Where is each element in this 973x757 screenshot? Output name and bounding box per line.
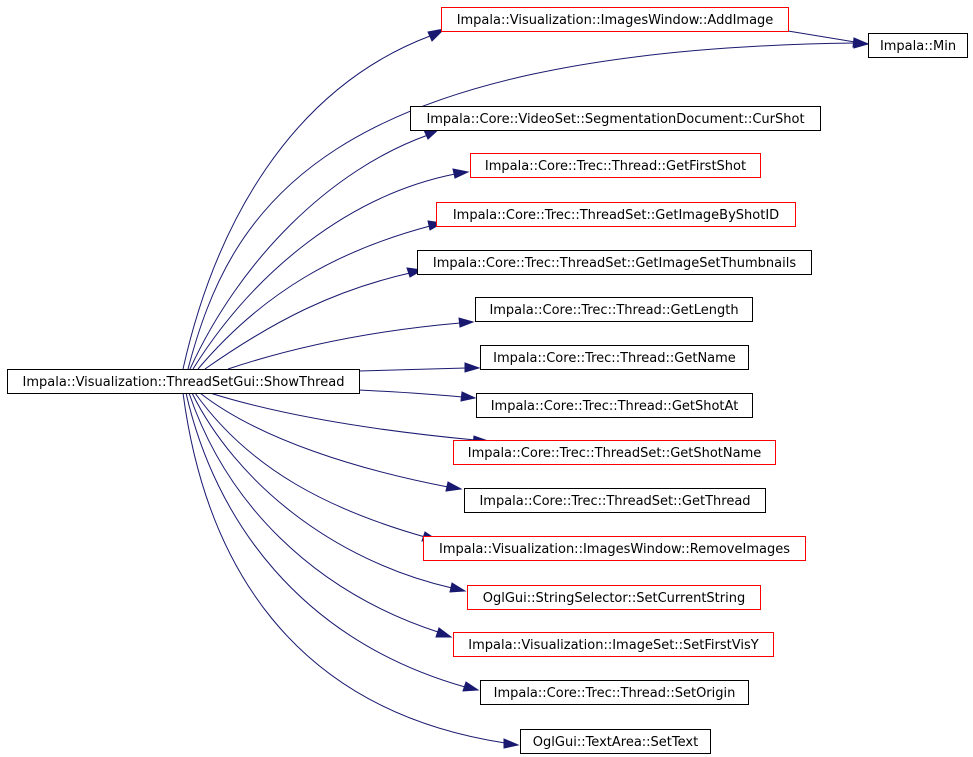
node-min[interactable]: Impala::Min [868, 33, 968, 58]
node-cur-shot[interactable]: Impala::Core::VideoSet::SegmentationDocu… [410, 106, 821, 131]
edge-line [191, 392, 453, 589]
edge-root-to-get-shot-at [358, 389, 477, 402]
node-label: Impala::Visualization::ImageSet::SetFirs… [468, 638, 758, 653]
edge-line [194, 392, 426, 538]
edge-root-to-get-first-shot [192, 168, 470, 370]
edge-root-to-add-image [182, 28, 446, 370]
node-get-thread[interactable]: Impala::Core::Trec::ThreadSet::GetThread [464, 488, 766, 513]
edge-line [204, 272, 411, 370]
nodes-layer: Impala::Visualization::ThreadSetGui::Sho… [7, 7, 968, 754]
node-box [467, 585, 761, 610]
edge-line [358, 367, 467, 372]
node-box [436, 202, 796, 227]
node-get-shot-name[interactable]: Impala::Core::Trec::ThreadSet::GetShotNa… [453, 440, 776, 465]
edge-line [182, 35, 431, 370]
edge-root-to-get-shot-name [209, 392, 490, 446]
edge-line [189, 134, 429, 370]
edge-line [358, 389, 463, 398]
edge-line [787, 30, 856, 43]
edge-root-to-get-name [358, 362, 481, 373]
node-box [470, 153, 761, 178]
edge-root-to-get-image-set-thumbnails [204, 267, 424, 370]
edge-line [182, 392, 506, 744]
node-label: Impala::Core::Trec::Thread::GetShotAt [491, 399, 739, 414]
node-box [453, 632, 774, 657]
node-set-current-string[interactable]: OglGui::StringSelector::SetCurrentString [467, 585, 761, 610]
node-box [423, 536, 806, 561]
node-box [453, 440, 776, 465]
edge-line [192, 173, 456, 370]
arrowhead-icon [852, 37, 870, 48]
node-get-image-set-thumbnails[interactable]: Impala::Core::Trec::ThreadSet::GetImageS… [417, 250, 812, 275]
node-box [476, 393, 753, 418]
node-label: Impala::Min [880, 39, 956, 54]
node-label: Impala::Visualization::ThreadSetGui::Sho… [23, 375, 345, 390]
node-get-name[interactable]: Impala::Core::Trec::Thread::GetName [480, 345, 749, 370]
node-set-origin[interactable]: Impala::Core::Trec::Thread::SetOrigin [480, 680, 749, 705]
node-box [464, 488, 766, 513]
node-label: Impala::Core::Trec::Thread::GetFirstShot [485, 159, 746, 174]
edge-line [209, 392, 476, 441]
edge-root-to-get-length [227, 317, 475, 370]
node-remove-images[interactable]: Impala::Visualization::ImagesWindow::Rem… [423, 536, 806, 561]
edge-line [185, 392, 466, 688]
arrowhead-icon [458, 317, 475, 328]
node-label: OglGui::TextArea::SetText [533, 735, 698, 750]
node-box [410, 106, 821, 131]
node-label: Impala::Core::Trec::Thread::SetOrigin [494, 686, 736, 701]
edge-line [188, 392, 439, 633]
node-get-first-shot[interactable]: Impala::Core::Trec::Thread::GetFirstShot [470, 153, 761, 178]
node-label: OglGui::StringSelector::SetCurrentString [483, 591, 745, 606]
node-label: Impala::Visualization::ImagesWindow::Rem… [439, 542, 790, 557]
arrowhead-icon [435, 627, 453, 638]
edge-root-to-set-first-vis-y [188, 392, 453, 638]
node-label: Impala::Core::Trec::ThreadSet::GetThread [479, 494, 750, 509]
node-box [480, 345, 749, 370]
node-box [417, 250, 812, 275]
edge-root-to-set-text [182, 392, 520, 749]
node-label: Impala::Core::VideoSet::SegmentationDocu… [426, 112, 804, 127]
node-label: Impala::Core::Trec::ThreadSet::GetImageB… [453, 208, 779, 223]
root-node: Impala::Visualization::ThreadSetGui::Sho… [7, 369, 360, 394]
arrowhead-icon [427, 28, 446, 42]
node-box [441, 7, 789, 32]
node-get-length[interactable]: Impala::Core::Trec::Thread::GetLength [475, 297, 753, 322]
edge-root-to-set-current-string [191, 392, 467, 593]
arrowhead-icon [460, 391, 477, 402]
node-get-image-by-shot-id[interactable]: Impala::Core::Trec::ThreadSet::GetImageB… [436, 202, 796, 227]
node-label: Impala::Core::Trec::Thread::GetName [493, 351, 736, 366]
arrowhead-icon [449, 582, 467, 593]
arrowhead-icon [503, 738, 520, 749]
node-label: Impala::Core::Trec::ThreadSet::GetImageS… [433, 256, 796, 271]
edge-line [197, 225, 431, 370]
edge-line [199, 392, 449, 488]
edge-line [187, 42, 856, 370]
node-box [520, 729, 711, 754]
arrowhead-icon [452, 168, 470, 179]
node-add-image[interactable]: Impala::Visualization::ImagesWindow::Add… [441, 7, 789, 32]
edge-add-image-to-min [787, 30, 870, 48]
node-box [475, 297, 753, 322]
node-label: Impala::Core::Trec::Thread::GetLength [489, 303, 738, 318]
node-label: Impala::Core::Trec::ThreadSet::GetShotNa… [468, 446, 762, 461]
node-box [480, 680, 749, 705]
node-set-first-vis-y[interactable]: Impala::Visualization::ImageSet::SetFirs… [453, 632, 774, 657]
node-box [868, 33, 968, 58]
edge-line [227, 322, 461, 370]
edge-root-to-remove-images [194, 392, 439, 542]
node-label: Impala::Visualization::ImagesWindow::Add… [457, 13, 774, 28]
edge-root-to-get-image-by-shot-id [197, 220, 444, 370]
edge-root-to-set-origin [185, 392, 480, 692]
arrowhead-icon [464, 362, 481, 373]
node-get-shot-at[interactable]: Impala::Core::Trec::Thread::GetShotAt [476, 393, 753, 418]
arrowhead-icon [445, 481, 463, 492]
node-box [7, 369, 360, 394]
edge-root-to-get-thread [199, 392, 463, 492]
arrowhead-icon [462, 681, 480, 692]
node-set-text[interactable]: OglGui::TextArea::SetText [520, 729, 711, 754]
